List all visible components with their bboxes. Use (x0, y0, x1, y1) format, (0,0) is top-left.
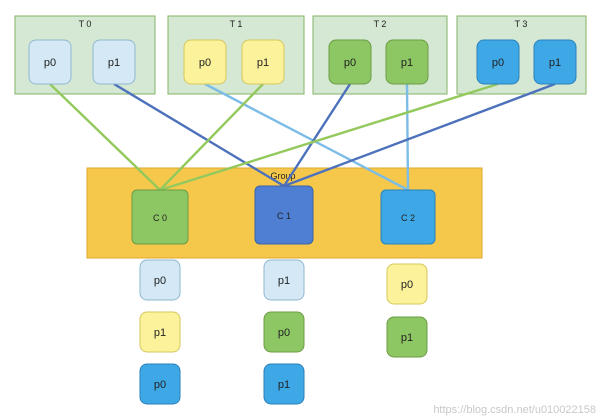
partition-box-t0-p1 (92, 39, 136, 85)
partition-box-t1-p0 (183, 39, 227, 85)
connection-line-5 (405, 83, 410, 191)
assigned-partition-label-c0-0: p0 (154, 275, 166, 287)
topic-label-t3: T 3 (515, 19, 528, 29)
assigned-partition-box-c2-0 (386, 263, 428, 305)
partition-box-t1-p1 (241, 39, 285, 85)
assigned-partition-label-c0-1: p1 (154, 327, 166, 339)
assigned-partition-label-c1-1: p0 (278, 327, 290, 339)
consumer-box-c2 (380, 189, 436, 245)
partition-label-t0-p0: p0 (44, 57, 56, 69)
partition-label-t1-p0: p0 (199, 57, 211, 69)
watermark-text: https://blog.csdn.net/u010022158 (433, 404, 596, 416)
topic-label-t2: T 2 (374, 19, 387, 29)
partition-label-t3-p1: p1 (549, 57, 561, 69)
consumer-label-c2: C 2 (401, 213, 415, 223)
assigned-partition-label-c1-0: p1 (278, 275, 290, 287)
consumer-box-c1 (254, 185, 314, 245)
assigned-partition-box-c2-1 (386, 316, 428, 358)
partition-label-t3-p0: p0 (492, 57, 504, 69)
assigned-partition-box-c1-0 (263, 259, 305, 301)
connection-line-3 (159, 83, 264, 191)
assigned-partition-box-c1-2 (263, 363, 305, 405)
topic-label-t0: T 0 (79, 19, 92, 29)
group-label: Group (270, 171, 295, 181)
consumer-label-c0: C 0 (153, 213, 167, 223)
consumers-layer: C 0 p0 p1 p0 C 1 p1 p0 p1 C 2 p0 p1 (131, 185, 436, 405)
partition-label-t1-p1: p1 (257, 57, 269, 69)
partition-label-t2-p0: p0 (344, 57, 356, 69)
assigned-partition-label-c2-1: p1 (401, 332, 413, 344)
assigned-partition-box-c0-0 (139, 259, 181, 301)
assigned-partition-label-c0-2: p0 (154, 379, 166, 391)
consumer-label-c1: C 1 (277, 211, 291, 221)
assigned-partition-label-c1-2: p1 (278, 379, 290, 391)
partition-box-t0-p0 (28, 39, 72, 85)
partition-box-t2-p1 (385, 39, 429, 85)
partition-box-t3-p0 (476, 39, 520, 85)
connection-line-4 (282, 83, 352, 187)
assigned-partition-box-c0-1 (139, 311, 181, 353)
connections-layer (49, 82, 556, 192)
connection-line-0 (49, 83, 161, 191)
partitions-layer: p0 p1 p0 p1 p0 p1 p0 p1 (28, 39, 577, 85)
connection-line-2 (204, 82, 409, 192)
assigned-partition-box-c1-1 (263, 311, 305, 353)
connection-line-1 (113, 82, 285, 188)
partition-label-t2-p1: p1 (401, 57, 413, 69)
assigned-partition-label-c2-0: p0 (401, 279, 413, 291)
consumer-box-c0 (131, 189, 189, 245)
partition-label-t0-p1: p1 (108, 57, 120, 69)
topic-label-t1: T 1 (230, 19, 243, 29)
partition-box-t3-p1 (533, 39, 577, 85)
partition-box-t2-p0 (328, 39, 372, 85)
connection-line-7 (283, 82, 556, 188)
connection-line-6 (159, 82, 499, 192)
assigned-partition-box-c0-2 (139, 363, 181, 405)
